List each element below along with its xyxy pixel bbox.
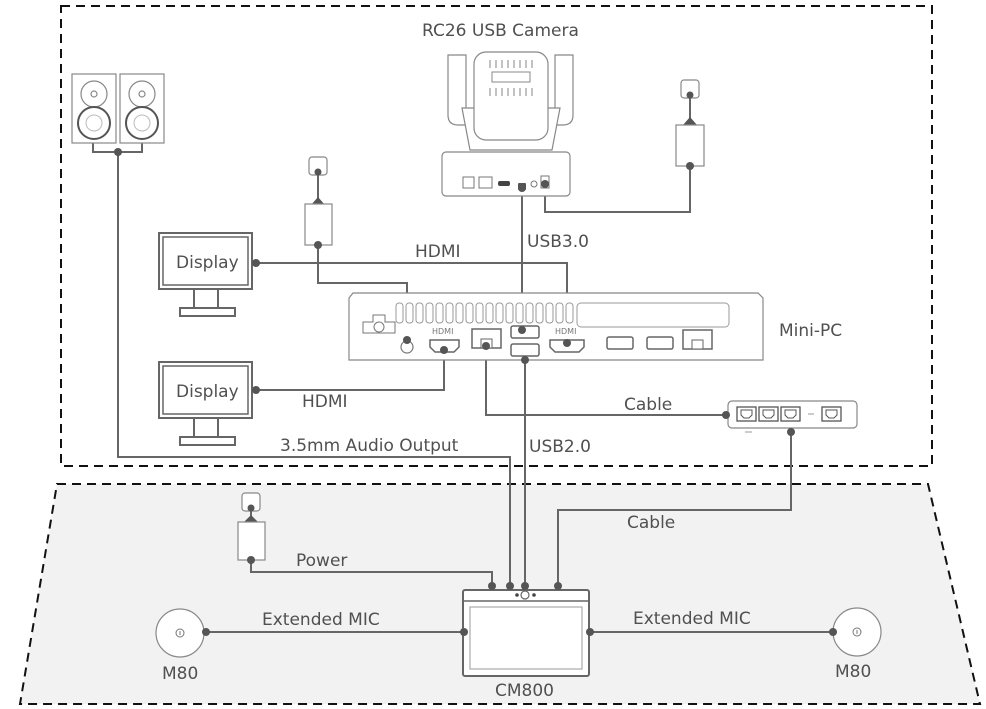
hdmi-wire-bottom — [256, 350, 445, 391]
power-adapter-icon — [675, 124, 705, 167]
minipc-usb3-dot — [518, 326, 526, 334]
power-label: Power — [296, 551, 347, 571]
power-adapter-icon — [237, 521, 266, 561]
power-adapter-cm800 — [237, 492, 266, 564]
monitor-icon — [158, 361, 253, 419]
camera-usb-port-dot — [518, 184, 526, 192]
cm800-power-wire — [250, 560, 493, 588]
switch-port-dot-bottom — [787, 428, 795, 436]
monitor-icon — [158, 232, 253, 290]
ext-mic-left-label: Extended MIC — [262, 610, 380, 630]
minipc-hdmi1-dot — [440, 346, 448, 354]
cm800-usb-dot — [521, 582, 529, 590]
mini-pc-icon: HDMI HDMI — [348, 292, 764, 361]
camera-power-port-dot — [541, 180, 549, 188]
speaker-pair-icon — [71, 73, 165, 144]
cm800-label: CM800 — [495, 681, 554, 701]
minipc-hdmi-port-label-2: HDMI — [555, 327, 576, 336]
minipc-lan-dot — [482, 342, 490, 350]
display-bottom: Display — [158, 361, 253, 446]
cm800-audio-dot — [506, 582, 514, 590]
display-top-label: Display — [176, 253, 239, 273]
mic-left — [155, 608, 205, 658]
minipc-power-dot — [403, 336, 411, 344]
power-adapter-camera — [675, 79, 705, 170]
minipc-usb2-dot — [521, 356, 529, 364]
ext-mic-right-label: Extended MIC — [633, 609, 751, 629]
cm800-power-dot — [488, 582, 496, 590]
cm800-lan-dot — [554, 582, 562, 590]
audio-output-wire — [117, 152, 511, 588]
power-adapter-top-left — [304, 156, 333, 249]
cm800-mic-left-dot — [460, 628, 468, 636]
switch-port-dot-left — [722, 411, 730, 419]
hdmi-bottom-label: HDMI — [302, 392, 348, 412]
lan-wire-minipc — [485, 346, 726, 416]
camera-label: RC26 USB Camera — [422, 21, 579, 41]
usb3-label: USB3.0 — [527, 232, 589, 252]
cm800-hub-icon — [462, 589, 590, 677]
ptz-camera-icon — [441, 51, 574, 197]
lan-wire-cm800 — [557, 430, 792, 588]
minipc-hdmi2-dot — [563, 339, 571, 347]
mic-right — [832, 607, 882, 657]
display-top: Display — [158, 232, 253, 317]
audio-output-label: 3.5mm Audio Output — [280, 436, 459, 456]
camera-power-wire — [544, 166, 691, 213]
display-bottom-label: Display — [176, 382, 239, 402]
network-switch-icon — [727, 400, 858, 433]
display-top-port-dot — [252, 259, 260, 267]
usb2-label: USB2.0 — [529, 437, 591, 457]
power-adapter-icon — [304, 203, 333, 246]
room-zone — [60, 5, 933, 467]
mic-right-port-dot — [829, 628, 837, 636]
mic-left-label: M80 — [162, 664, 198, 684]
mic-right-label: M80 — [835, 662, 871, 682]
display-bottom-port-dot — [252, 386, 260, 394]
cable-switch-label: Cable — [624, 395, 672, 415]
cm800-mic-right-dot — [586, 628, 594, 636]
cable-cm800-label: Cable — [627, 513, 675, 533]
minipc-label: Mini-PC — [779, 321, 842, 341]
minipc-hdmi-port-label-1: HDMI — [432, 327, 453, 336]
mic-left-port-dot — [202, 628, 210, 636]
hdmi-top-label: HDMI — [415, 242, 461, 262]
speaker-junction-dot — [114, 148, 122, 156]
